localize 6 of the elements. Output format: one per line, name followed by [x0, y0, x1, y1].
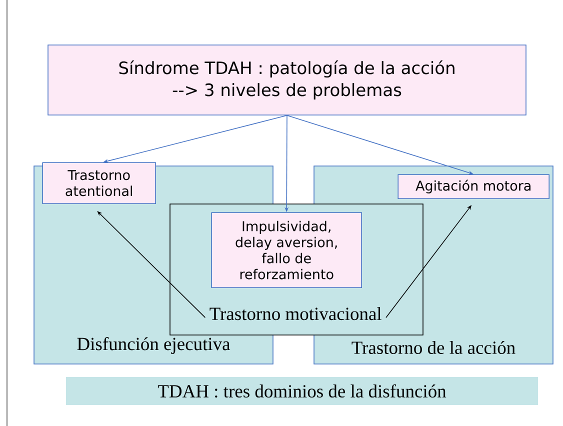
text-box: Síndrome TDAH : patología de la acción --> 3 niveles de problemas: [48, 44, 526, 116]
text-box: Impulsividad, delay aversion, fallo de reforzamiento: [211, 212, 362, 288]
text-box: Trastorno atentional: [42, 162, 156, 204]
text-box: Agitación motora: [398, 174, 550, 199]
arrow: [97, 211, 206, 318]
caption-band: TDAH : tres dominios de la disfunción: [66, 377, 538, 405]
